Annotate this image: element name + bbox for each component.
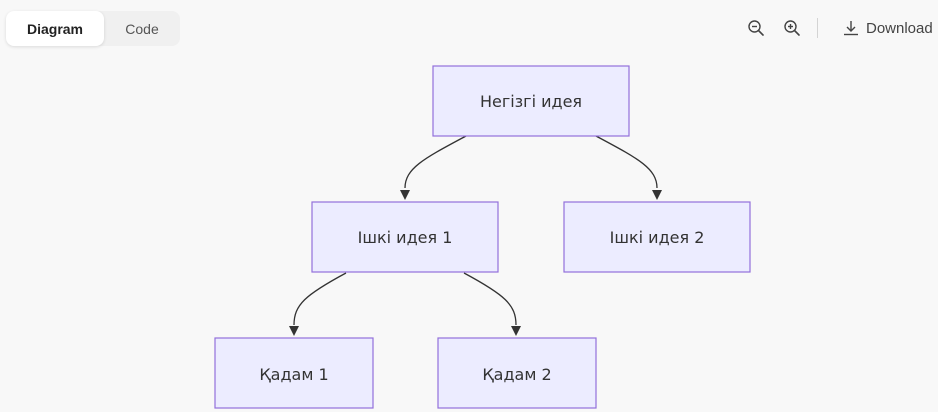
zoom-out-button[interactable] bbox=[744, 16, 768, 40]
node-step1-label: Қадам 1 bbox=[259, 365, 328, 384]
node-sub1[interactable]: Ішкі идея 1 bbox=[311, 201, 499, 273]
node-step1[interactable]: Қадам 1 bbox=[214, 337, 374, 409]
edge-root-sub2 bbox=[595, 135, 662, 200]
diagram-toolbar: Diagram Code Download bbox=[0, 0, 938, 58]
tab-diagram[interactable]: Diagram bbox=[6, 11, 104, 46]
node-sub2-label: Ішкі идея 2 bbox=[610, 228, 705, 247]
zoom-in-icon bbox=[784, 20, 800, 36]
node-step2-label: Қадам 2 bbox=[482, 365, 551, 384]
edge-sub1-step1 bbox=[289, 272, 347, 336]
toolbar-divider bbox=[817, 18, 818, 38]
edge-sub1-step2 bbox=[463, 272, 521, 336]
tab-code[interactable]: Code bbox=[125, 20, 159, 37]
diagram-canvas: Негізгі идея Ішкі идея 1 Ішкі идея 2 Қад… bbox=[214, 65, 751, 409]
node-root[interactable]: Негізгі идея bbox=[432, 65, 630, 137]
zoom-in-button[interactable] bbox=[780, 16, 804, 40]
zoom-out-icon bbox=[748, 20, 764, 36]
node-sub2[interactable]: Ішкі идея 2 bbox=[563, 201, 751, 273]
node-root-label: Негізгі идея bbox=[480, 92, 582, 111]
view-tabs: Diagram Code bbox=[6, 11, 180, 46]
node-sub1-label: Ішкі идея 1 bbox=[358, 228, 453, 247]
download-icon bbox=[844, 21, 858, 36]
node-step2[interactable]: Қадам 2 bbox=[437, 337, 597, 409]
edge-root-sub1 bbox=[400, 135, 467, 200]
download-button[interactable]: Download bbox=[842, 16, 933, 40]
download-label: Download bbox=[866, 19, 933, 37]
